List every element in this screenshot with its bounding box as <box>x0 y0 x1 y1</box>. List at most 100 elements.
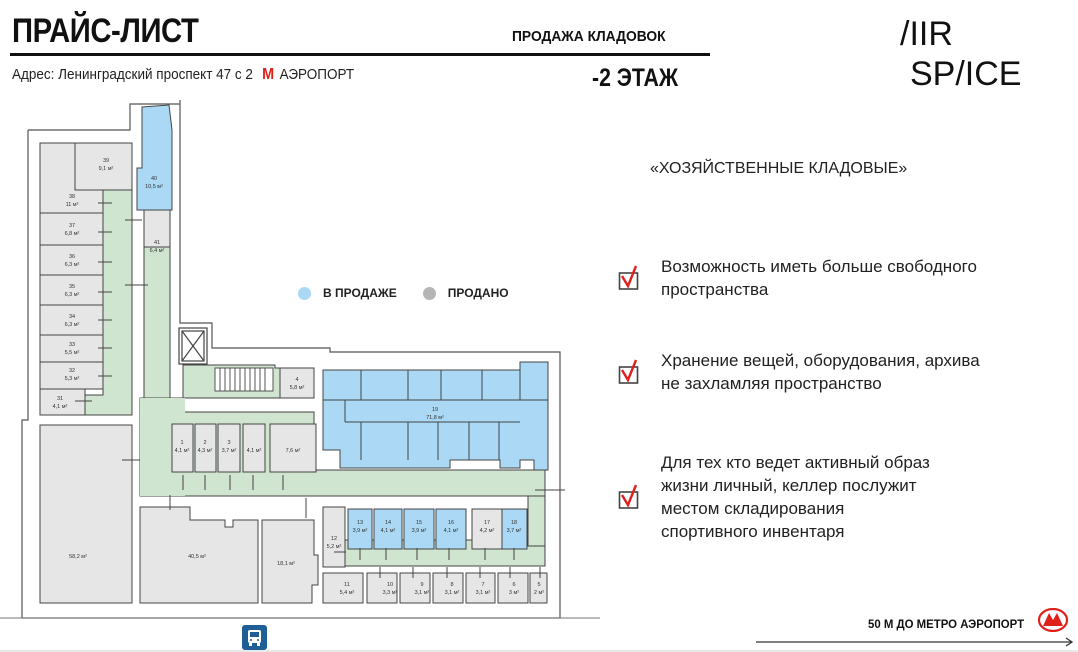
room-19-partitions <box>323 370 548 460</box>
sold-rooms <box>39 142 548 604</box>
direction-arrow-icon <box>756 637 1074 647</box>
svg-text:6,3 м²: 6,3 м² <box>65 262 80 268</box>
benefit-line: Хранение вещей, оборудования, архива <box>661 351 980 370</box>
svg-text:2: 2 <box>203 440 206 446</box>
svg-text:71,8 м²: 71,8 м² <box>426 415 444 421</box>
svg-text:19: 19 <box>432 407 438 413</box>
svg-text:2 м²: 2 м² <box>534 590 544 596</box>
checkbox-checked-icon <box>618 359 639 384</box>
svg-text:3: 3 <box>227 440 230 446</box>
svg-text:34: 34 <box>69 314 75 320</box>
benefit-line: жизни личный, келлер послужит <box>661 476 917 495</box>
svg-text:10,5 м²: 10,5 м² <box>145 184 163 190</box>
logo-line2: SP/ICE <box>910 55 1022 93</box>
svg-text:40: 40 <box>151 176 157 182</box>
svg-text:14: 14 <box>385 520 391 526</box>
building-outline <box>21 100 561 619</box>
svg-text:12: 12 <box>331 536 337 542</box>
brand-logo: /IIR SP/ICE <box>900 14 1021 94</box>
footer-divider <box>0 650 1078 652</box>
svg-text:5,5 м²: 5,5 м² <box>65 350 80 356</box>
svg-text:1: 1 <box>180 440 183 446</box>
svg-text:4,1 м²: 4,1 м² <box>381 528 396 534</box>
svg-text:16: 16 <box>448 520 454 526</box>
benefit-item: Хранение вещей, оборудования, архива не … <box>618 349 980 395</box>
svg-text:6,3 м²: 6,3 м² <box>65 292 80 298</box>
benefit-item: Возможность иметь больше свободного прос… <box>618 255 977 301</box>
svg-text:3,7 м²: 3,7 м² <box>222 448 237 454</box>
benefit-item: Для тех кто ведет активный образ жизни л… <box>618 451 930 543</box>
svg-text:4,1 м²: 4,1 м² <box>444 528 459 534</box>
bus-stop-icon <box>242 625 267 650</box>
svg-text:4,3 м²: 4,3 м² <box>198 448 213 454</box>
svg-text:32: 32 <box>69 368 75 374</box>
svg-text:3,3 м²: 3,3 м² <box>383 590 398 596</box>
benefit-line: не захламляя пространство <box>661 374 882 393</box>
svg-text:31: 31 <box>57 396 63 402</box>
metro-icon: М <box>262 66 275 83</box>
svg-text:4,1 м²: 4,1 м² <box>247 448 262 454</box>
svg-text:5,3 м²: 5,3 м² <box>65 376 80 382</box>
svg-text:33: 33 <box>69 342 75 348</box>
benefit-line: Для тех кто ведет активный образ <box>661 453 930 472</box>
checkbox-checked-icon <box>618 484 639 509</box>
svg-text:5,4 м²: 5,4 м² <box>340 590 355 596</box>
svg-text:18: 18 <box>511 520 517 526</box>
svg-text:15: 15 <box>416 520 422 526</box>
svg-text:4,2 м²: 4,2 м² <box>480 528 495 534</box>
svg-text:4: 4 <box>295 377 298 383</box>
logo-line1: /IIR <box>900 15 953 53</box>
elevator-icon <box>178 327 208 365</box>
benefit-line: пространства <box>661 280 769 299</box>
page-title: ПРАЙС-ЛИСТ <box>12 12 199 50</box>
svg-text:35: 35 <box>69 284 75 290</box>
svg-text:58,2 м²: 58,2 м² <box>69 554 87 560</box>
section-title: «ХОЗЯЙСТВЕННЫЕ КЛАДОВЫЕ» <box>650 160 908 177</box>
benefit-line: местом складирования <box>661 499 845 518</box>
metro-distance: 50 М ДО МЕТРО АЭРОПОРТ <box>868 617 1025 631</box>
svg-text:6: 6 <box>512 582 515 588</box>
door-markers <box>75 202 565 578</box>
svg-text:6,8 м²: 6,8 м² <box>65 231 80 237</box>
svg-text:39: 39 <box>103 158 109 164</box>
svg-text:3 м²: 3 м² <box>509 590 519 596</box>
svg-text:3,1 м²: 3,1 м² <box>445 590 460 596</box>
svg-text:7: 7 <box>481 582 484 588</box>
svg-text:6,3 м²: 6,3 м² <box>65 322 80 328</box>
available-rooms <box>136 104 549 550</box>
svg-text:5,2 м²: 5,2 м² <box>327 544 342 550</box>
svg-text:7,6 м²: 7,6 м² <box>286 448 301 454</box>
svg-text:11 м²: 11 м² <box>66 202 79 208</box>
svg-text:17: 17 <box>484 520 490 526</box>
legend-available: В ПРОДАЖЕ <box>298 286 397 300</box>
svg-text:3,9 м²: 3,9 м² <box>412 528 427 534</box>
svg-text:8: 8 <box>450 582 453 588</box>
svg-text:9,1 м²: 9,1 м² <box>99 166 114 172</box>
sale-label: ПРОДАЖА КЛАДОВОК <box>512 28 666 45</box>
legend-sold: ПРОДАНО <box>422 286 509 300</box>
svg-text:5,8 м²: 5,8 м² <box>290 385 305 391</box>
floor-label: -2 ЭТАЖ <box>592 64 679 92</box>
available-dot-icon <box>298 286 311 300</box>
svg-text:3,9 м²: 3,9 м² <box>353 528 368 534</box>
svg-text:3,7 м²: 3,7 м² <box>507 528 522 534</box>
address: Адрес: Ленинградский проспект 47 с 2 М А… <box>12 66 354 84</box>
checkbox-checked-icon <box>618 265 639 290</box>
svg-text:11: 11 <box>344 582 350 588</box>
title-divider <box>10 53 710 56</box>
benefit-line: спортивного инвентаря <box>661 522 845 541</box>
svg-text:9: 9 <box>420 582 423 588</box>
svg-text:40,5 м²: 40,5 м² <box>188 554 206 560</box>
svg-text:13: 13 <box>357 520 363 526</box>
svg-text:38: 38 <box>69 194 75 200</box>
svg-text:5: 5 <box>537 582 540 588</box>
address-text: Адрес: Ленинградский проспект 47 с 2 <box>12 66 253 83</box>
benefit-line: Возможность иметь больше свободного <box>661 257 977 276</box>
metro-logo-icon <box>1038 608 1068 632</box>
legend-sold-label: ПРОДАНО <box>447 286 509 300</box>
room-labels: 39 9,1 м² 40 10,5 м² 38 11 м² 3 7 6,8 м² 36 6,… <box>53 158 545 596</box>
svg-text:36: 36 <box>69 254 75 260</box>
svg-text:6,4 м²: 6,4 м² <box>150 248 165 254</box>
sold-dot-icon <box>422 286 436 300</box>
floor-plan: 39 9,1 м² 40 10,5 м² 38 11 м² 3 7 6,8 м² 36 6,… <box>0 100 600 619</box>
